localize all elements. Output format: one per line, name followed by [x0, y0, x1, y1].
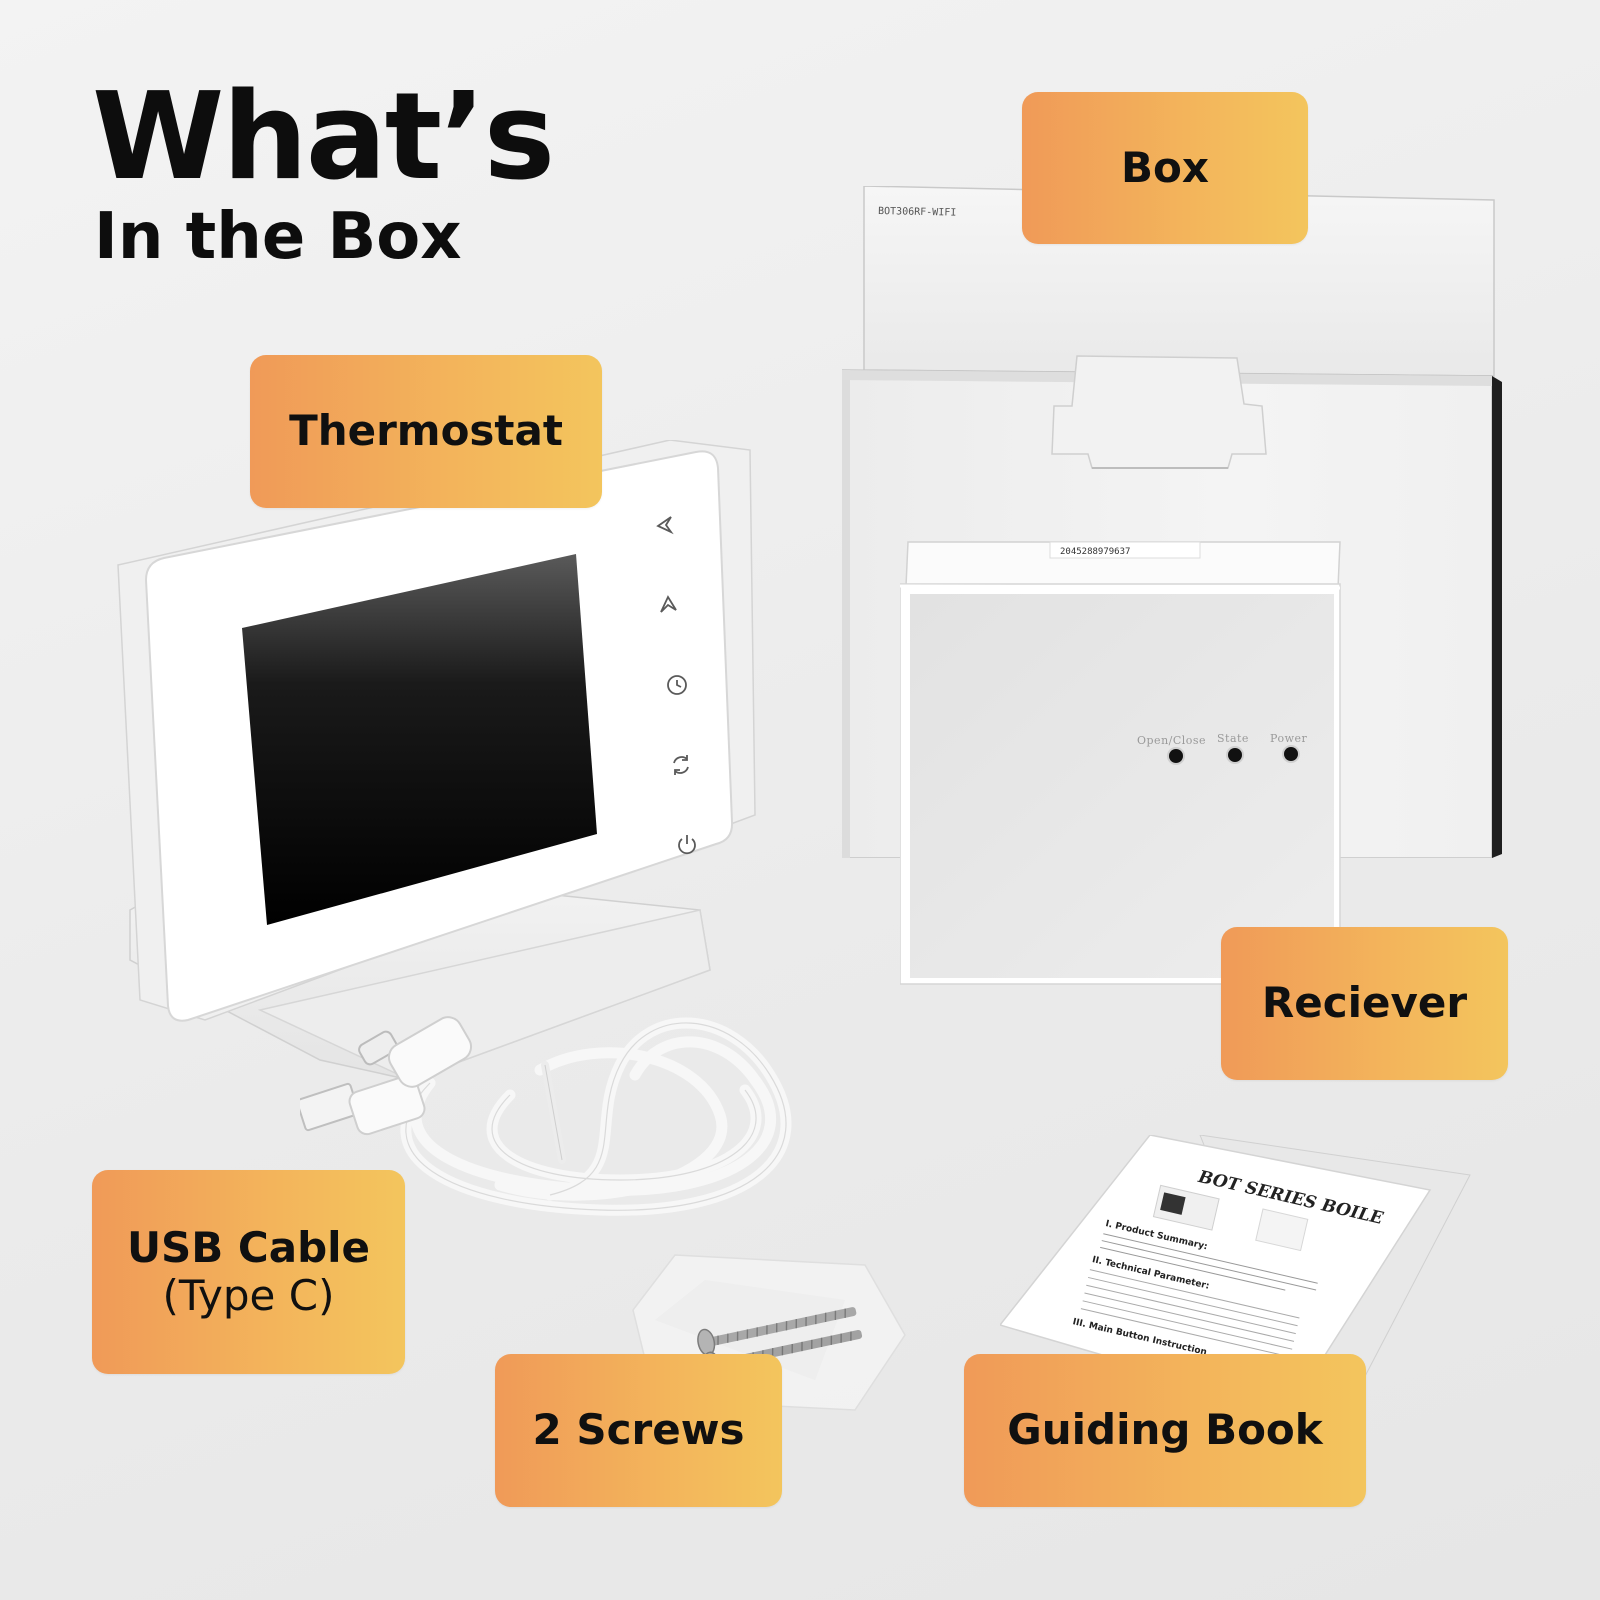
label-receiver-text: Reciever [1261, 978, 1468, 1028]
receiver-image: 2045288979637 [900, 541, 1341, 985]
label-thermostat: Thermostat [250, 355, 602, 508]
box-model-text: BOT306RF-WIFI [878, 206, 956, 219]
label-receiver: Reciever [1221, 927, 1508, 1080]
heading-whats: What’s [92, 68, 555, 207]
thermostat-image [117, 440, 756, 1081]
led-state [1228, 748, 1242, 762]
led-open-close [1169, 749, 1183, 763]
power-icon[interactable] [674, 832, 700, 858]
up-arrow-icon[interactable] [656, 592, 682, 618]
down-arrow-icon[interactable] [652, 512, 678, 538]
led-label-power: Power [1270, 732, 1308, 745]
label-box-text: Box [1121, 142, 1209, 192]
clock-icon[interactable] [664, 672, 690, 698]
mode-icon[interactable] [668, 752, 694, 778]
led-power [1284, 747, 1298, 761]
led-label-open-close: Open/Close [1137, 734, 1207, 747]
label-screws: 2 Screws [495, 1354, 782, 1507]
label-guiding-book: Guiding Book [964, 1354, 1366, 1507]
label-usb-cable-text: USB Cable [126, 1222, 371, 1272]
label-box: Box [1022, 92, 1308, 244]
label-guiding-book-text: Guiding Book [1007, 1405, 1323, 1455]
label-screws-text: 2 Screws [532, 1405, 745, 1455]
led-label-state: State [1217, 732, 1249, 745]
receiver-serial-text: 2045288979637 [1060, 547, 1130, 557]
label-thermostat-text: Thermostat [289, 406, 563, 456]
heading-in-the-box: In the Box [94, 200, 462, 274]
label-usb-cable: USB Cable (Type C) [92, 1170, 405, 1374]
guiding-book-image: BOT SERIES BOILE I. Product Summary: II.… [1000, 1135, 1471, 1411]
label-usb-cable-type-text: (Type C) [162, 1271, 335, 1320]
usb-cable-image [300, 1016, 792, 1216]
